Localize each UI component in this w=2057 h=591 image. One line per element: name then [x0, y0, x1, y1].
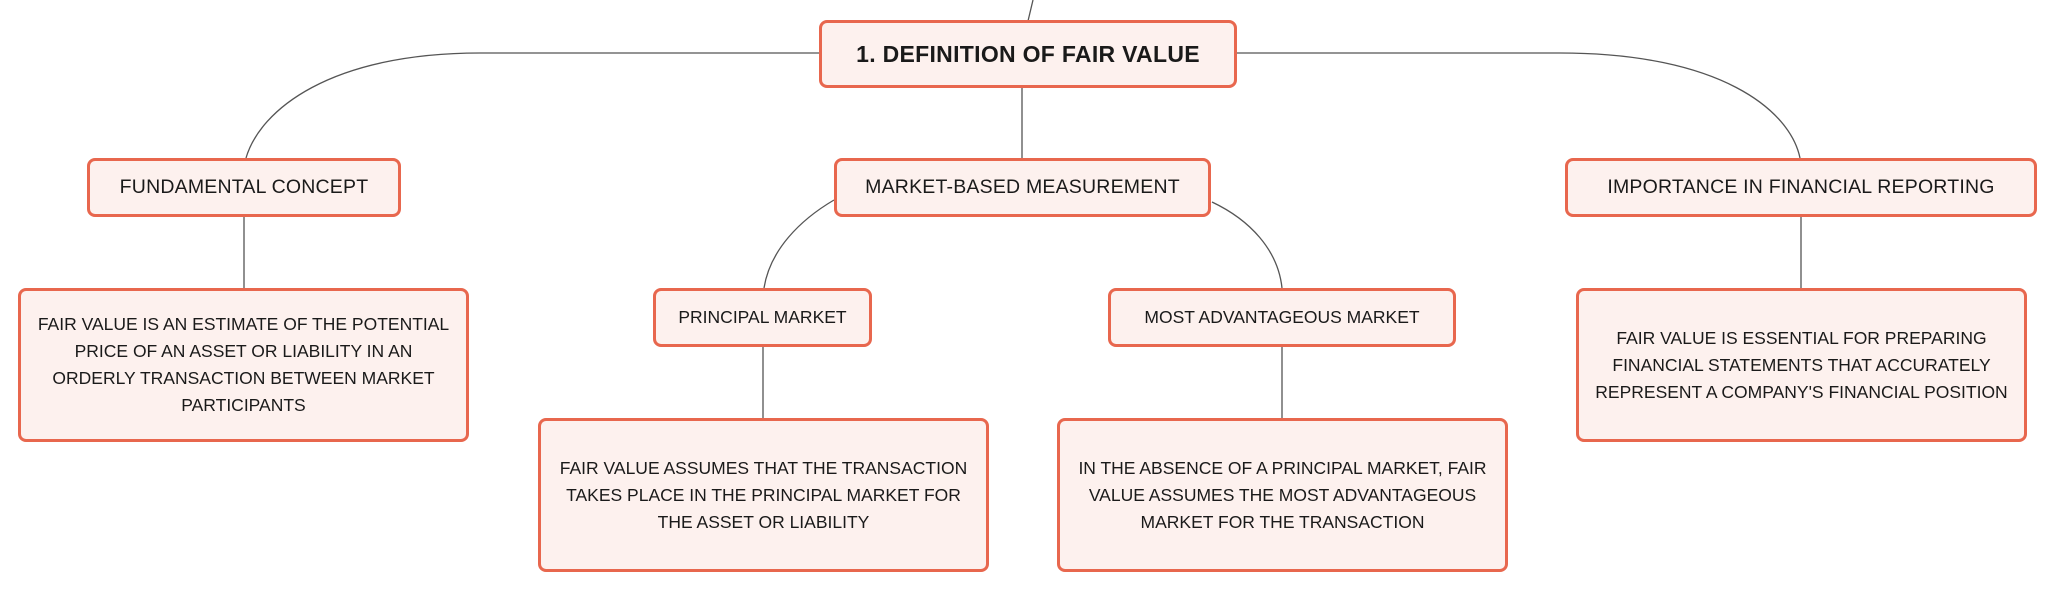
detail-node-most-advantageous-market[interactable]: IN THE ABSENCE OF A PRINCIPAL MARKET, FA…	[1057, 418, 1508, 572]
topic-node-label: MARKET-BASED MEASUREMENT	[865, 176, 1180, 198]
detail-node-text: IN THE ABSENCE OF A PRINCIPAL MARKET, FA…	[1078, 457, 1487, 532]
detail-node-text: FAIR VALUE ASSUMES THAT THE TRANSACTION …	[559, 457, 968, 532]
connector-parent-to-root	[1027, 0, 1034, 22]
subtopic-node-label: MOST ADVANTAGEOUS MARKET	[1144, 307, 1420, 327]
topic-node-importance-in-financial-reporting[interactable]: IMPORTANCE IN FINANCIAL REPORTING	[1565, 158, 2037, 217]
root-node-definition-of-fair-value[interactable]: 1. DEFINITION OF FAIR VALUE	[819, 20, 1237, 88]
connector-market-based-to-principal-market	[763, 199, 835, 289]
topic-node-label: FUNDAMENTAL CONCEPT	[119, 176, 369, 198]
detail-node-principal-market[interactable]: FAIR VALUE ASSUMES THAT THE TRANSACTION …	[538, 418, 989, 572]
subtopic-node-label: PRINCIPAL MARKET	[678, 307, 847, 327]
root-node-label: 1. DEFINITION OF FAIR VALUE	[856, 40, 1200, 67]
topic-node-fundamental-concept[interactable]: FUNDAMENTAL CONCEPT	[87, 158, 401, 217]
detail-node-text: FAIR VALUE IS ESSENTIAL FOR PREPARING FI…	[1595, 327, 2008, 402]
connector-market-based-to-most-advantageous-market	[1211, 201, 1283, 289]
topic-node-market-based-measurement[interactable]: MARKET-BASED MEASUREMENT	[834, 158, 1211, 217]
detail-node-text: FAIR VALUE IS AN ESTIMATE OF THE POTENTI…	[37, 314, 450, 415]
topic-node-label: IMPORTANCE IN FINANCIAL REPORTING	[1607, 176, 1995, 198]
detail-node-importance-in-financial-reporting[interactable]: FAIR VALUE IS ESSENTIAL FOR PREPARING FI…	[1576, 288, 2027, 442]
subtopic-node-principal-market[interactable]: PRINCIPAL MARKET	[653, 288, 872, 347]
connector-root-to-importance-in-financial-reporting	[1237, 52, 1801, 159]
detail-node-fundamental-concept[interactable]: FAIR VALUE IS AN ESTIMATE OF THE POTENTI…	[18, 288, 469, 442]
subtopic-node-most-advantageous-market[interactable]: MOST ADVANTAGEOUS MARKET	[1108, 288, 1456, 347]
connector-root-to-fundamental-concept	[245, 52, 819, 159]
